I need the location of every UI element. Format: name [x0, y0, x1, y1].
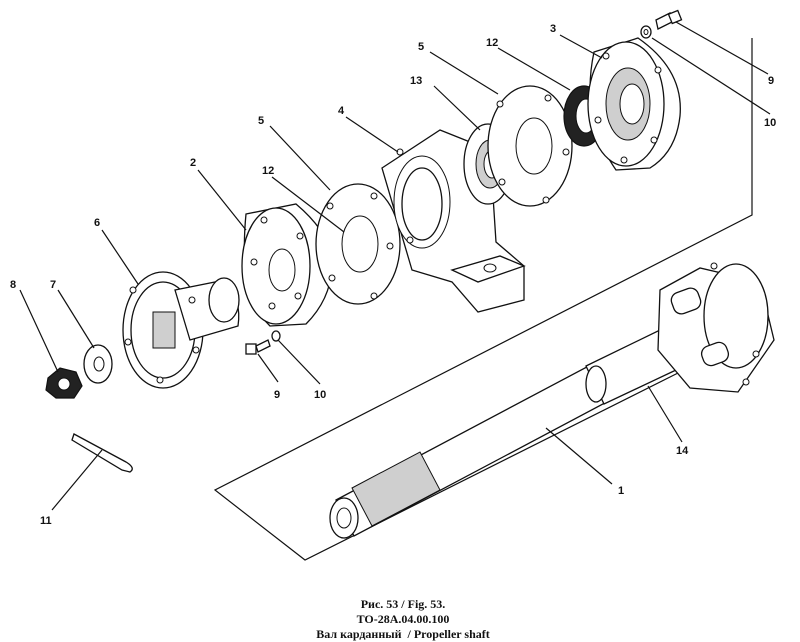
label-2: 2	[190, 157, 196, 169]
label-12-upper: 12	[486, 37, 498, 49]
caption-title: Вал карданный / Propeller shaft	[316, 627, 490, 641]
caption-figure-number: Рис. 53 / Fig. 53.	[360, 597, 446, 611]
small-washer-lower	[271, 330, 281, 342]
label-1: 1	[618, 485, 624, 497]
label-10-lower: 10	[314, 389, 326, 401]
caption-part-code: ТО-28А.04.00.100	[356, 612, 450, 626]
washer	[83, 344, 113, 384]
assembly-outline	[213, 38, 753, 561]
cotter-pin	[71, 433, 133, 473]
label-8: 8	[10, 279, 16, 291]
label-9-upper: 9	[768, 75, 774, 87]
bolt-lower	[245, 339, 271, 355]
label-5-lower: 5	[258, 115, 264, 127]
small-washer-upper	[640, 25, 652, 39]
exploded-diagram: 1 2 3 4 5 5 6 7 8 9 9 10 10 11 12 12 13 …	[10, 9, 776, 561]
flange-plate	[241, 203, 333, 327]
label-12-lower: 12	[262, 165, 274, 177]
flange	[122, 271, 240, 389]
propeller-shaft	[329, 329, 677, 539]
castle-nut	[45, 367, 83, 399]
spacer-plate-upper	[487, 85, 573, 207]
universal-joint	[657, 262, 775, 393]
leader-lines	[19, 21, 771, 511]
part-labels: 1 2 3 4 5 5 6 7 8 9 9 10 10 11 12 12 13 …	[10, 23, 776, 527]
label-11: 11	[40, 515, 52, 527]
label-6: 6	[94, 217, 100, 229]
label-5-upper: 5	[418, 41, 424, 53]
bearing-cover	[587, 37, 681, 171]
label-10-upper: 10	[764, 117, 776, 129]
spacer-plate-lower	[315, 183, 401, 305]
label-14: 14	[676, 445, 689, 457]
label-3: 3	[550, 23, 556, 35]
label-4: 4	[338, 105, 345, 117]
label-13: 13	[410, 75, 422, 87]
label-7: 7	[50, 279, 56, 291]
label-9-lower: 9	[274, 389, 280, 401]
bolt-upper	[655, 9, 683, 30]
figure-caption: Рис. 53 / Fig. 53. ТО-28А.04.00.100 Вал …	[0, 582, 800, 642]
